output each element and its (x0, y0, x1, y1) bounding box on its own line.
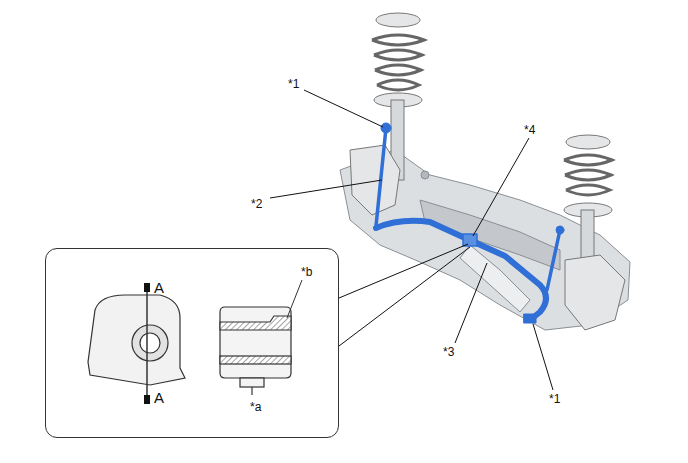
leader-lines (270, 90, 553, 390)
callout-number: *1 (549, 392, 560, 406)
bushing-3d (88, 283, 185, 404)
left-strut (350, 13, 424, 215)
callout-number: *3 (443, 345, 454, 359)
inset-label: A (154, 391, 164, 405)
inset-label: *b (301, 265, 312, 279)
right-strut (564, 135, 625, 330)
inset-label: *a (250, 400, 261, 414)
inset-frame: *bA A *a (45, 248, 339, 438)
stabilizer-bar (376, 123, 564, 323)
bushing-section (220, 280, 302, 395)
callout-number: *2 (251, 197, 262, 211)
callout-number: *4 (524, 123, 535, 137)
inset-label: A (154, 281, 164, 295)
callout-number: *1 (288, 77, 299, 91)
